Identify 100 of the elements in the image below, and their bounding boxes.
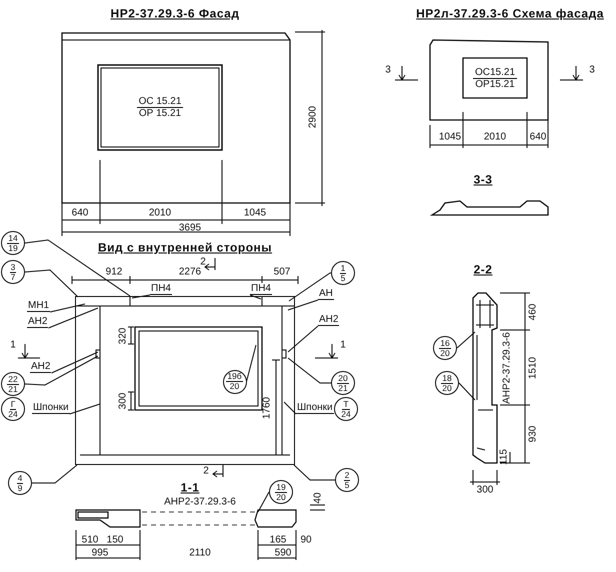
callout-circle: [335, 468, 359, 492]
callout-circle: [1, 397, 25, 421]
leader-line: [294, 464, 336, 480]
leader-line: [288, 272, 332, 302]
view-title: НР2-37.29.3-6 Фасад: [110, 8, 240, 20]
section-label: 3: [385, 64, 391, 76]
part-label: МН1: [27, 300, 50, 312]
dimension-value: 2276: [178, 266, 202, 278]
callout-number: 1: [340, 264, 346, 274]
view-title: НР2л-37.29.3-6 Схема фасада: [416, 8, 604, 20]
section-label: 1: [10, 340, 16, 350]
callout-circle: [1, 260, 25, 284]
leader-line: [50, 304, 86, 312]
leader-line: [258, 492, 270, 512]
dimension-value: 2010: [148, 208, 172, 218]
callout-number: 20: [228, 382, 240, 391]
part-label: АН2: [27, 316, 48, 328]
dimension-value: 150: [106, 534, 124, 546]
section-label: 2: [203, 466, 209, 476]
callout-circle: [331, 261, 355, 285]
callout-circle: [331, 371, 355, 395]
callout-number: 24: [7, 410, 19, 418]
callout-number: Г: [10, 400, 16, 410]
leader-line: [24, 269, 78, 298]
dimension-value: 930: [528, 426, 538, 442]
callout-circle: [334, 397, 358, 421]
part-label: ПН4: [150, 283, 172, 295]
part-label: АН: [318, 288, 334, 300]
dimension-value: 640: [530, 132, 546, 142]
dimension-value: 320: [118, 328, 128, 344]
leader-line: [246, 344, 256, 382]
view-title: 3-3: [474, 174, 492, 186]
part-label: ПН4: [250, 283, 272, 295]
callout-number: 22: [7, 374, 19, 384]
leader-line: [456, 332, 476, 348]
part-label: Шпонки: [296, 402, 334, 414]
window-mark: ОС 15.21: [136, 96, 184, 108]
callout-number: Т: [342, 400, 350, 410]
leader-line: [24, 356, 98, 386]
leader-line: [24, 239, 130, 296]
window-mark: ОР 15.21: [138, 108, 182, 119]
dimension-value: 460: [528, 304, 538, 320]
callout-circle: [222, 370, 246, 394]
dimension-value: 165: [270, 534, 286, 546]
leader-line: [51, 352, 98, 374]
dimension-value: 1510: [528, 356, 538, 380]
part-label: Шпонки: [32, 402, 70, 414]
dimension-value: 640: [72, 208, 88, 218]
leader-line: [288, 326, 318, 352]
dimension-value: 2010: [484, 132, 506, 142]
callout-number: 21: [7, 384, 19, 394]
leader-line: [288, 358, 332, 384]
callout-number: 14: [7, 234, 19, 244]
dimension-value: 590: [274, 548, 292, 558]
callout-number: 4: [16, 474, 24, 484]
callout-circle: [1, 231, 25, 255]
callout-number: 19: [275, 482, 287, 492]
panel-mark: АНР2-37.29.3-6: [502, 332, 512, 404]
leader-line: [250, 294, 262, 300]
callout-circle: [1, 372, 25, 396]
section-label: 2: [200, 256, 206, 268]
callout-number: 19б: [226, 372, 243, 382]
callout-circle: [8, 471, 32, 495]
dimension-value: 300: [118, 392, 128, 410]
callout-number: 19: [7, 244, 19, 252]
section-label: 3: [589, 64, 595, 76]
dimension-value: 2900: [308, 106, 318, 128]
callout-number: 20: [275, 492, 287, 502]
view-title: Вид с внутренней стороны: [98, 242, 272, 254]
dimension-value: 1045: [244, 208, 266, 218]
dimension-value: 115: [498, 449, 510, 465]
callout-circle: [269, 480, 293, 504]
leader-line: [69, 404, 100, 414]
leader-line: [284, 402, 296, 414]
callout-number: 2: [344, 470, 350, 480]
callout-number: 5: [344, 480, 350, 490]
callout-number: 3: [10, 262, 16, 272]
part-label: АН2: [318, 314, 340, 326]
dimension-value: 995: [92, 548, 108, 558]
leader-line: [32, 464, 78, 484]
callout-number: 9: [16, 484, 24, 492]
view-title: 2-2: [474, 264, 492, 276]
callout-circle: [433, 336, 457, 360]
callout-number: 20: [337, 374, 349, 384]
dimension-value: 1760: [262, 396, 272, 420]
callout-number: 20: [439, 348, 451, 358]
callout-number: 21: [337, 384, 349, 392]
dimension-value: 1045: [438, 132, 462, 142]
dimension-value: 90: [300, 534, 312, 546]
callout-number: 18: [441, 374, 453, 384]
dimension-value: 510: [82, 534, 98, 546]
section-label: 1: [340, 340, 346, 350]
leader-line: [288, 300, 318, 310]
callout-circle: [435, 371, 459, 395]
dimension-value: 300: [476, 484, 494, 496]
leader-line: [48, 308, 98, 328]
dimension-value: 507: [274, 266, 290, 278]
part-label: АН2: [30, 361, 52, 373]
callout-number: 7: [10, 272, 16, 282]
panel-mark: АНР2-37.29.3-6: [164, 496, 236, 508]
